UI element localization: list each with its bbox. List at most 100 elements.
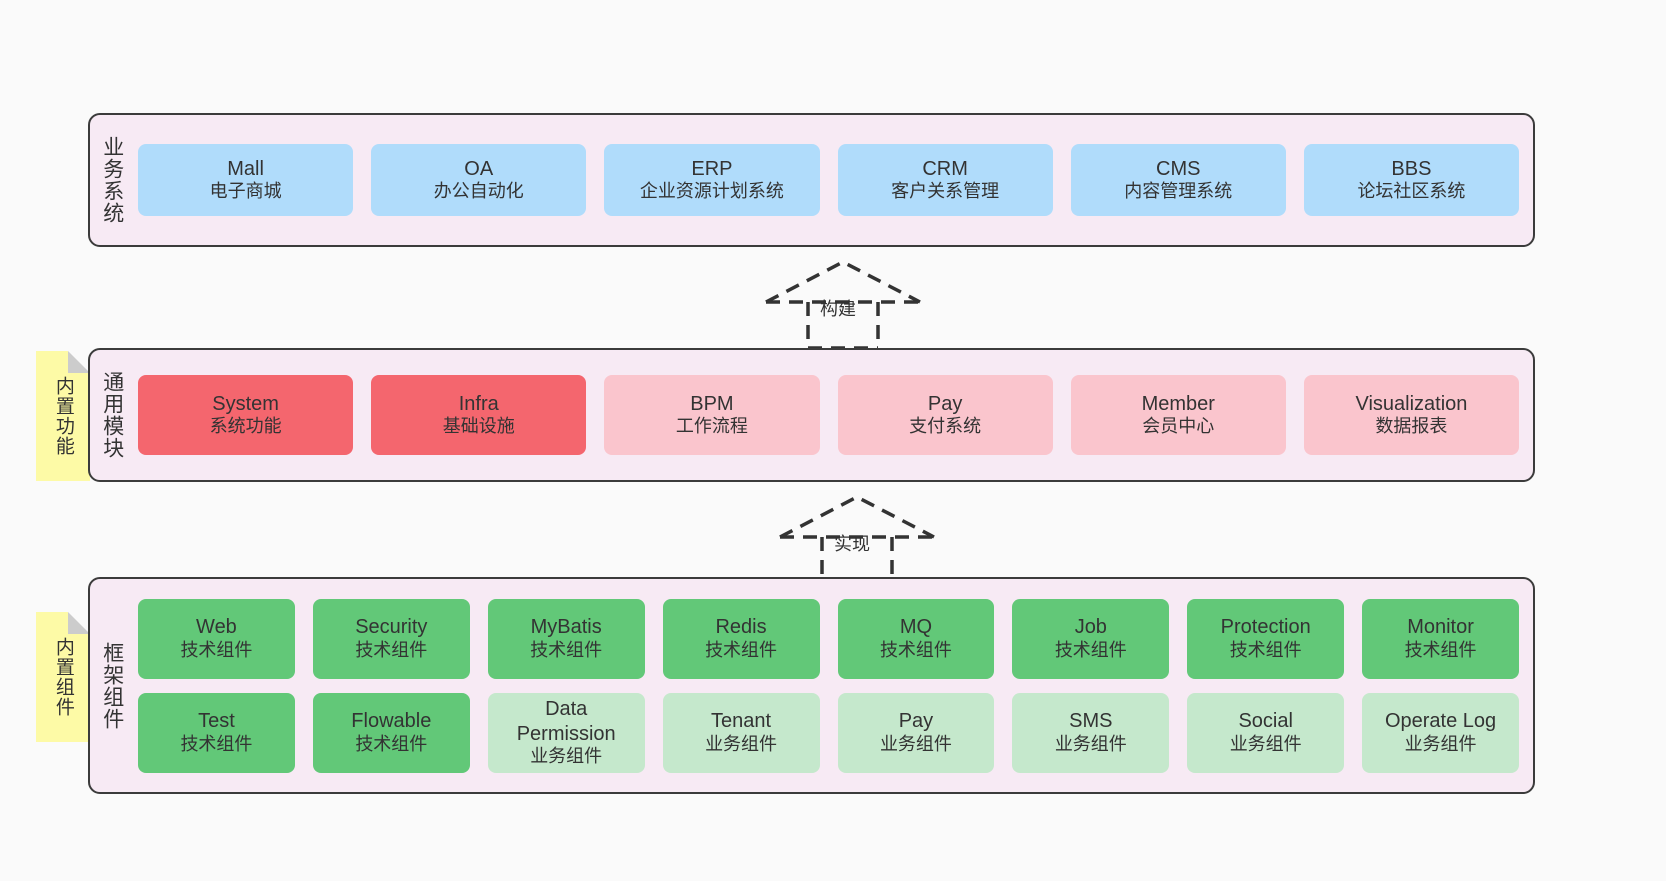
- card-title: MyBatis: [530, 616, 602, 639]
- card-flowable[interactable]: Flowable 技术组件: [312, 692, 470, 773]
- card-row: Test 技术组件 Flowable 技术组件 Data Permission …: [138, 692, 1519, 773]
- card-subtitle: 会员中心: [1142, 416, 1215, 437]
- card-system[interactable]: System 系统功能: [138, 375, 354, 455]
- card-data-permission[interactable]: Data Permission 业务组件: [487, 692, 645, 773]
- card-web[interactable]: Web 技术组件: [138, 598, 295, 679]
- card-subtitle: 业务组件: [879, 733, 952, 754]
- card-title: CMS: [1156, 157, 1201, 180]
- card-subtitle: 技术组件: [355, 733, 428, 754]
- card-bbs[interactable]: BBS 论坛社区系统: [1303, 144, 1520, 216]
- card-title: BBS: [1391, 157, 1432, 180]
- card-subtitle: 办公自动化: [433, 181, 524, 202]
- card-title: Mall: [227, 157, 264, 180]
- card-visualization[interactable]: Visualization 数据报表: [1303, 375, 1520, 455]
- card-title: BPM: [690, 392, 734, 415]
- card-title: Test: [198, 710, 235, 733]
- card-crm[interactable]: CRM 客户关系管理: [837, 144, 1053, 216]
- card-subtitle: 业务组件: [1054, 733, 1127, 754]
- layer-business-systems: 业务系统 Mall 电子商城 OA 办公自动化 ERP 企业资源计划系统 CRM…: [88, 113, 1535, 247]
- card-infra[interactable]: Infra 基础设施: [371, 375, 587, 455]
- card-subtitle: 技术组件: [1054, 639, 1127, 660]
- card-title: Infra: [458, 392, 499, 415]
- card-pay-module[interactable]: Pay 支付系统: [837, 375, 1053, 455]
- card-security[interactable]: Security 技术组件: [312, 598, 470, 679]
- note-builtin-features: 内置功能: [36, 351, 90, 481]
- card-protection[interactable]: Protection 技术组件: [1187, 598, 1345, 679]
- card-subtitle: 业务组件: [1404, 733, 1477, 754]
- card-pay-component[interactable]: Pay 业务组件: [837, 692, 995, 773]
- card-subtitle: 技术组件: [180, 733, 253, 754]
- card-title: Monitor: [1407, 616, 1474, 639]
- card-title: OA: [464, 157, 494, 180]
- card-title: Visualization: [1355, 392, 1468, 415]
- layer-title-common-modules: 通用模块: [100, 371, 124, 459]
- card-subtitle: 业务组件: [705, 733, 778, 754]
- card-mybatis[interactable]: MyBatis 技术组件: [487, 598, 645, 679]
- note-builtin-components: 内置组件: [36, 612, 90, 742]
- card-title: Flowable: [351, 710, 432, 733]
- connector-label-build: 构建: [820, 299, 856, 319]
- card-row: System 系统功能 Infra 基础设施 BPM 工作流程 Pay 支付系统…: [138, 375, 1520, 455]
- card-title: CRM: [922, 157, 968, 180]
- card-row: Web 技术组件 Security 技术组件 MyBatis 技术组件 Redi…: [138, 598, 1519, 679]
- card-job[interactable]: Job 技术组件: [1012, 598, 1170, 679]
- layer-title-business-systems: 业务系统: [100, 136, 124, 224]
- card-sms[interactable]: SMS 业务组件: [1012, 692, 1170, 773]
- card-tenant[interactable]: Tenant 业务组件: [662, 692, 820, 773]
- card-row: Mall 电子商城 OA 办公自动化 ERP 企业资源计划系统 CRM 客户关系…: [138, 144, 1520, 216]
- card-subtitle: 技术组件: [705, 639, 778, 660]
- layer-body-framework-components: Web 技术组件 Security 技术组件 MyBatis 技术组件 Redi…: [134, 579, 1533, 792]
- card-monitor[interactable]: Monitor 技术组件: [1362, 598, 1519, 679]
- card-title: Pay: [898, 710, 934, 733]
- card-title: MQ: [899, 616, 933, 639]
- card-title: System: [212, 392, 279, 415]
- card-subtitle: 论坛社区系统: [1357, 181, 1466, 202]
- card-mq[interactable]: MQ 技术组件: [837, 598, 995, 679]
- connector-implement: 实现: [762, 485, 952, 585]
- card-subtitle: 业务组件: [1229, 733, 1302, 754]
- card-cms[interactable]: CMS 内容管理系统: [1070, 144, 1286, 216]
- card-title: Data Permission: [516, 698, 616, 745]
- card-title: Operate Log: [1384, 710, 1497, 733]
- card-title: ERP: [691, 157, 733, 180]
- card-title: Job: [1074, 616, 1107, 639]
- card-subtitle: 基础设施: [442, 416, 515, 437]
- card-subtitle: 业务组件: [530, 745, 603, 766]
- card-title: Web: [196, 616, 237, 639]
- card-subtitle: 数据报表: [1375, 416, 1448, 437]
- card-subtitle: 技术组件: [1404, 639, 1477, 660]
- card-title: Protection: [1220, 616, 1311, 639]
- card-bpm[interactable]: BPM 工作流程: [604, 375, 820, 455]
- card-social[interactable]: Social 业务组件: [1187, 692, 1345, 773]
- card-subtitle: 技术组件: [180, 639, 253, 660]
- card-subtitle: 技术组件: [355, 639, 428, 660]
- card-subtitle: 系统功能: [209, 416, 282, 437]
- card-subtitle: 电子商城: [209, 181, 282, 202]
- card-title: Member: [1141, 392, 1215, 415]
- card-operate-log[interactable]: Operate Log 业务组件: [1362, 692, 1519, 773]
- layer-body-business-systems: Mall 电子商城 OA 办公自动化 ERP 企业资源计划系统 CRM 客户关系…: [134, 115, 1533, 245]
- layer-common-modules: 通用模块 System 系统功能 Infra 基础设施 BPM 工作流程 Pay…: [88, 348, 1535, 482]
- card-subtitle: 技术组件: [1229, 639, 1302, 660]
- card-subtitle: 企业资源计划系统: [639, 181, 784, 202]
- card-oa[interactable]: OA 办公自动化: [371, 144, 587, 216]
- connector-label-implement: 实现: [834, 534, 870, 554]
- card-title: Redis: [715, 616, 767, 639]
- card-subtitle: 技术组件: [879, 639, 952, 660]
- card-member[interactable]: Member 会员中心: [1070, 375, 1286, 455]
- layer-framework-components: 框架组件 Web 技术组件 Security 技术组件 MyBatis 技术组件…: [88, 577, 1535, 794]
- layer-body-common-modules: System 系统功能 Infra 基础设施 BPM 工作流程 Pay 支付系统…: [134, 350, 1533, 480]
- card-subtitle: 内容管理系统: [1124, 181, 1233, 202]
- card-test[interactable]: Test 技术组件: [138, 692, 295, 773]
- card-erp[interactable]: ERP 企业资源计划系统: [604, 144, 820, 216]
- card-title: Tenant: [711, 710, 772, 733]
- card-redis[interactable]: Redis 技术组件: [662, 598, 820, 679]
- card-subtitle: 工作流程: [675, 416, 748, 437]
- card-mall[interactable]: Mall 电子商城: [138, 144, 354, 216]
- card-title: SMS: [1069, 710, 1113, 733]
- connector-build: 构建: [748, 250, 938, 350]
- card-title: Social: [1238, 710, 1293, 733]
- layer-title-framework-components: 框架组件: [100, 641, 124, 730]
- card-subtitle: 支付系统: [909, 416, 982, 437]
